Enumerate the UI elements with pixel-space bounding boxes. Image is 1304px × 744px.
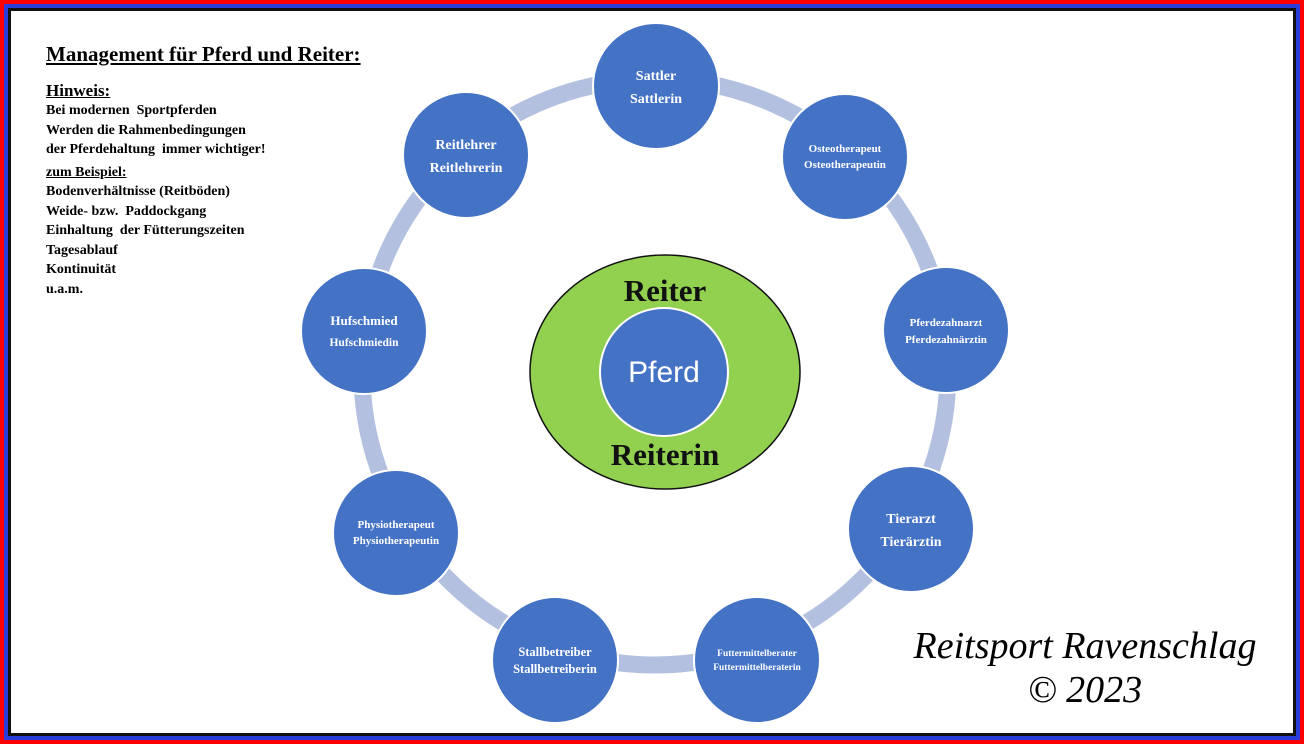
brand-copyright: © 2023 bbox=[1027, 669, 1143, 711]
node-circle bbox=[402, 91, 530, 219]
rider-label-bottom: Reiterin bbox=[611, 437, 719, 472]
node-label: Tierarzt bbox=[886, 512, 936, 527]
node-label: Hufschmied bbox=[330, 313, 398, 328]
node-reitlehrer: Reitlehrer Reitlehrerin bbox=[402, 91, 530, 219]
brand-signature: Reitsport Ravenschlag © 2023 bbox=[880, 624, 1290, 712]
example-item: Tagesablauf bbox=[46, 242, 118, 258]
rider-label-top: Reiter bbox=[624, 273, 707, 308]
horse-circle bbox=[599, 307, 729, 437]
node-label: Physiotherapeut bbox=[358, 519, 435, 531]
node-label: Pferdezahnarzt bbox=[910, 317, 983, 329]
hint-heading: Hinweis: bbox=[46, 81, 111, 100]
hint-line: Werden die Rahmenbedingungen bbox=[46, 122, 246, 138]
node-circle bbox=[300, 267, 428, 395]
brand-name: Reitsport Ravenschlag bbox=[913, 625, 1257, 667]
node-label: Reitlehrerin bbox=[430, 161, 503, 176]
node-label: Stallbetreiberin bbox=[513, 662, 597, 676]
node-circle bbox=[882, 266, 1010, 394]
horse-label: Pferd bbox=[628, 356, 700, 389]
example-heading: zum Beispiel: bbox=[46, 164, 127, 180]
node-circle bbox=[693, 596, 821, 724]
node-label: Pferdezahnärztin bbox=[905, 334, 987, 346]
hint-line: der Pferdehaltung immer wichtiger! bbox=[46, 142, 266, 157]
example-item: u.a.m. bbox=[46, 281, 83, 297]
node-label: Sattler bbox=[636, 69, 676, 84]
node-label: Osteotherapeutin bbox=[804, 159, 886, 171]
node-physiotherapeut: Physiotherapeut Physiotherapeutin bbox=[332, 469, 460, 597]
node-circle bbox=[592, 22, 720, 150]
node-stallbetreiber: Stallbetreiber Stallbetreiberin bbox=[491, 596, 619, 724]
node-sattler: Sattler Sattlerin bbox=[592, 22, 720, 150]
node-label: Tierärztin bbox=[880, 535, 941, 550]
node-label: Physiotherapeutin bbox=[353, 535, 439, 547]
node-label: Futtermittelberaterin bbox=[713, 663, 801, 673]
node-label: Hufschmiedin bbox=[329, 337, 399, 349]
node-label: Reitlehrer bbox=[435, 138, 496, 153]
node-circle bbox=[332, 469, 460, 597]
hint-line: Bei modernen Sportpferden bbox=[46, 103, 217, 118]
node-circle bbox=[847, 465, 975, 593]
example-item: Weide- bzw. Paddockgang bbox=[46, 203, 207, 219]
node-label: Sattlerin bbox=[630, 92, 682, 107]
outer-frame-blue bbox=[4, 4, 1300, 740]
node-hufschmied: Hufschmied Hufschmiedin bbox=[300, 267, 428, 395]
node-futtermittelberater: Futtermittelberater Futtermittelberateri… bbox=[693, 596, 821, 724]
node-circle bbox=[491, 596, 619, 724]
example-item: Bodenverhältnisse (Reitböden) bbox=[46, 184, 230, 199]
example-item: Einhaltung der Fütterungszeiten bbox=[46, 223, 245, 238]
node-label: Futtermittelberater bbox=[717, 649, 797, 659]
node-pferdezahnarzt: Pferdezahnarzt Pferdezahnärztin bbox=[882, 266, 1010, 394]
node-osteotherapeut: Osteotherapeut Osteotherapeutin bbox=[781, 93, 909, 221]
page-title: Management für Pferd und Reiter: bbox=[46, 42, 361, 66]
node-circle bbox=[781, 93, 909, 221]
center-group: Reiter Reiterin Pferd bbox=[529, 254, 801, 490]
node-label: Stallbetreiber bbox=[518, 645, 592, 659]
example-item: Kontinuität bbox=[46, 262, 117, 277]
notes-panel: Management für Pferd und Reiter: Hinweis… bbox=[46, 42, 361, 299]
node-label: Osteotherapeut bbox=[809, 143, 882, 155]
node-tierarzt: Tierarzt Tierärztin bbox=[847, 465, 975, 593]
